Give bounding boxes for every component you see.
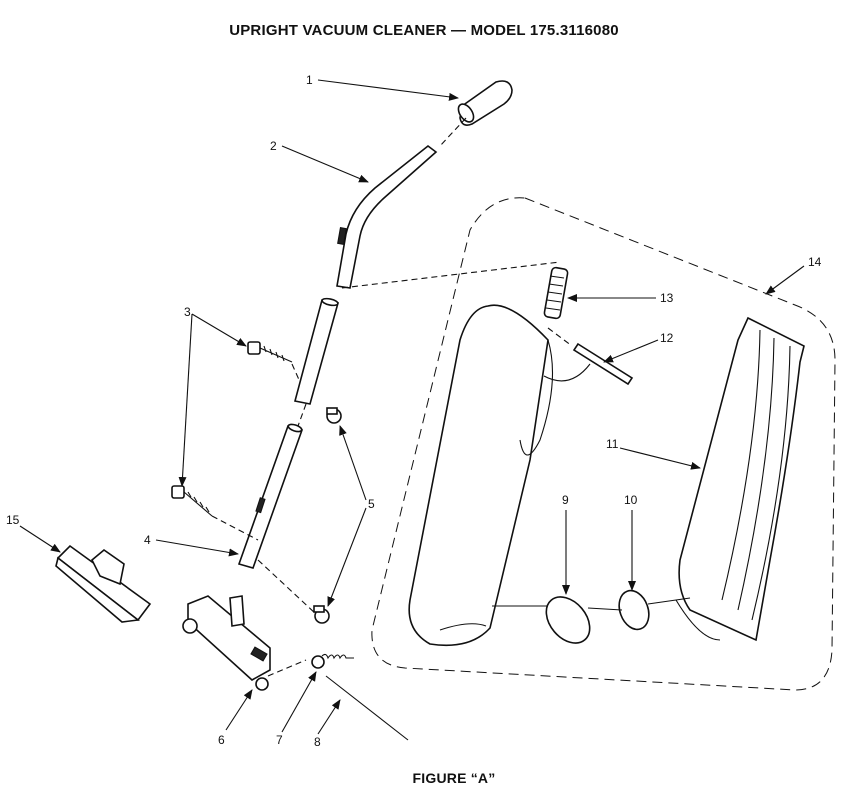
callout-11: 11: [606, 437, 619, 451]
callout-5: 5: [368, 497, 375, 511]
part-3-screw-lower: [171, 485, 213, 517]
callout-numbers: 1 2 3 4 5 6 7 8 9 10 11 12 13 14 15: [6, 73, 822, 749]
callout-6: 6: [218, 733, 225, 747]
callout-10: 10: [624, 493, 638, 507]
part-2-upper-handle: [336, 144, 438, 289]
callout-14: 14: [808, 255, 822, 269]
part-5-knob-lower: [313, 605, 330, 624]
callout-9: 9: [562, 493, 569, 507]
callout-8: 8: [314, 735, 321, 749]
callout-12: 12: [660, 331, 674, 345]
callout-2: 2: [270, 139, 277, 153]
part-3-screw-upper: [247, 341, 293, 363]
alignment-lines: [211, 117, 691, 677]
part-6-bail-bracket: [182, 595, 271, 691]
disposable-bag: [408, 304, 554, 647]
part-5-knob-upper: [326, 407, 342, 424]
callout-15: 15: [6, 513, 20, 527]
handle-middle-tube: [294, 297, 340, 405]
part-8-rod: [325, 675, 409, 741]
callout-3: 3: [184, 305, 191, 319]
callout-1: 1: [306, 73, 313, 87]
part-13-spring: [543, 266, 569, 320]
part-4-lower-handle: [237, 423, 304, 569]
callout-leaders: [19, 79, 805, 735]
part-11-outer-bag: [675, 316, 805, 642]
bag-assembly-boundary: [371, 197, 836, 691]
part-9-clamp: [545, 596, 591, 644]
callout-7: 7: [276, 733, 283, 747]
callout-4: 4: [144, 533, 151, 547]
part-1-handle-grip: [457, 80, 513, 126]
diagram-title: UPRIGHT VACUUM CLEANER — MODEL 175.31160…: [229, 22, 619, 39]
callout-13: 13: [660, 291, 674, 305]
part-15-nozzle: [55, 544, 152, 623]
part-12-pin: [572, 342, 634, 386]
part-10-ring: [618, 589, 650, 631]
figure-label: FIGURE “A”: [412, 770, 496, 786]
part-7-spring: [311, 653, 354, 669]
